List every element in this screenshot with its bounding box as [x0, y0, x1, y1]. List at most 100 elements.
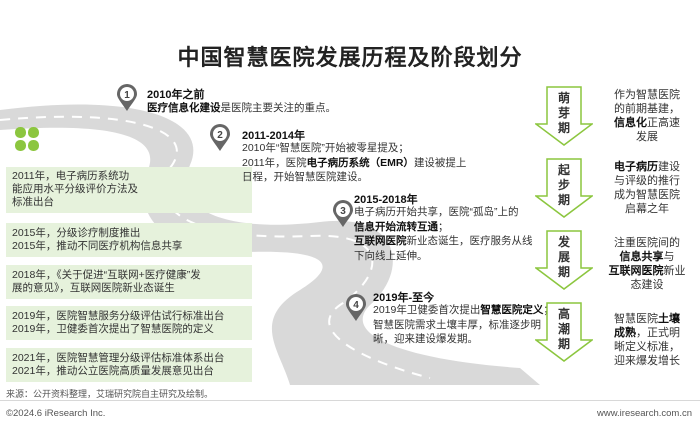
highlight-text: 电子病历系统（EMR） [306, 156, 414, 169]
text-line: 晰定义标准， [598, 340, 696, 354]
event-line: 展的意见》，互联网医院新业态诞生 [12, 282, 175, 294]
phase-label-char: 芽 [558, 105, 570, 120]
source-note: 来源：公开资料整理，艾瑞研究院自主研究及绘制。 [6, 389, 214, 399]
highlight-text: 互联网医院 [354, 235, 407, 247]
phase-label-char: 展 [558, 250, 570, 264]
leaf-icon [15, 127, 39, 151]
text-line: 的前期基建， [598, 102, 696, 116]
stage-description: 2019年卫健委首次提出智慧医院定义；智慧医院需求土壤丰厚，标准逐步明晰，迎来建… [373, 303, 554, 347]
text-line: 日程，开始智慧医院建设。 [242, 170, 466, 185]
text-run: 智慧医院 [614, 313, 658, 325]
text-run: 是医院主要关注的重点。 [220, 102, 337, 114]
text-line: 作为智慧医院 [598, 88, 696, 102]
stage-year: 2019年-至今 [373, 292, 435, 304]
event-line: 2019年，卫健委首次提出了智慧医院的定义 [12, 323, 214, 335]
location-pin-icon: 4 [346, 294, 366, 321]
highlight-text: 电子病历 [614, 161, 658, 173]
phase-arrow-start: 起 步 期 [533, 158, 595, 218]
phase-label-char: 期 [558, 120, 570, 135]
down-arrow-icon: 起 步 期 [533, 158, 595, 218]
phase-description: 注重医院间的信息共享与互联网医院新业态建设 [598, 236, 696, 292]
page-title: 中国智慧医院发展历程及阶段划分 [177, 45, 523, 70]
phase-label-char: 期 [558, 336, 570, 351]
location-pin-icon: 1 [117, 84, 137, 111]
event-box-2021: 2021年，医院智慧管理分级评估标准体系出台 2021年，推动公立医院高质量发展… [6, 348, 252, 382]
phase-label-char: 期 [558, 264, 570, 279]
event-box-2018: 2018年，《关于促进“互联网+医疗健康”发 展的意见》，互联网医院新业态诞生 [6, 265, 252, 299]
stage-number: 1 [124, 90, 130, 101]
text-run: 态建设 [630, 279, 664, 291]
event-line: 2019年，医院智慧服务分级评估试行标准出台 [12, 310, 225, 322]
down-arrow-icon: 发 展 期 [533, 230, 595, 290]
text-line: 信息共享与 [598, 250, 696, 264]
text-run: 晰定义标准， [614, 341, 680, 353]
event-line: 2015年，推动不同医疗机构信息共享 [12, 240, 183, 252]
stage-number: 4 [353, 300, 359, 311]
phase-label-char: 步 [558, 177, 570, 192]
text-run: 下向线上延伸。 [354, 249, 428, 262]
phase-arrow-sprout: 萌 芽 期 [533, 86, 595, 146]
text-run: 建设被提上 [413, 156, 467, 169]
phase-description: 智慧医院土壤成熟，正式明晰定义标准， 迎来爆发增长 [598, 312, 696, 368]
text-run: 2010年“智慧医院”开始被零星提及； [242, 142, 409, 154]
event-line: 2011年，电子病历系统功 [12, 170, 130, 182]
text-line: 成熟，正式明 [598, 326, 696, 340]
highlight-text: 土壤 [658, 313, 680, 325]
highlight-text: 智慧医院定义 [480, 304, 544, 316]
road-centerline [0, 115, 431, 379]
text-run: 的前期基建， [614, 103, 680, 115]
phase-label-char: 潮 [558, 321, 570, 336]
highlight-text: 成熟 [614, 327, 636, 339]
event-box-2011: 2011年，电子病历系统功 能应用水平分级评价方法及 标准出台 [6, 167, 252, 213]
text-line: 互联网医院新业 [598, 264, 696, 278]
phase-arrow-peak: 高 潮 期 [533, 302, 595, 362]
text-run: 日程，开始智慧医院建设。 [242, 171, 368, 183]
text-run: 作为智慧医院 [614, 89, 680, 101]
text-run: 迎来爆发增长 [614, 355, 680, 367]
text-run: 新业态诞生，医疗服务从线 [406, 235, 533, 247]
phase-label-char: 萌 [558, 90, 570, 105]
event-box-2015: 2015年，分级诊疗制度推出 2015年，推动不同医疗机构信息共享 [6, 223, 252, 257]
text-line: 发展 [598, 130, 696, 144]
stage-description: 医疗信息化建设是医院主要关注的重点。 [147, 101, 336, 116]
event-line: 2021年，推动公立医院高质量发展意见出台 [12, 365, 214, 377]
highlight-text: 信息化 [614, 117, 647, 129]
location-pin-icon: 2 [210, 124, 230, 151]
text-line: 2019年卫健委首次提出智慧医院定义； [373, 303, 554, 318]
text-run: 与 [663, 251, 675, 263]
text-run: 智慧医院需求土壤丰厚，标准逐步明 [373, 318, 541, 331]
down-arrow-icon: 萌 芽 期 [533, 86, 595, 146]
phase-label-char: 起 [557, 162, 571, 177]
text-line: 启幕之年 [598, 202, 696, 216]
text-run: 启幕之年 [625, 203, 669, 215]
text-line: 电子病历开始共享，医院“孤岛”上的 [354, 205, 533, 220]
text-line: 信息开始流转互通； [354, 220, 533, 235]
text-run: 晰，迎来建设爆发期。 [373, 333, 478, 345]
text-run: 正高速 [647, 117, 680, 129]
highlight-text: 信息共享 [619, 251, 664, 263]
highlight-text: 医疗信息化建设 [147, 102, 221, 114]
stage-year: 2015-2018年 [354, 194, 418, 206]
stage-year: 2011-2014年 [242, 130, 305, 142]
phase-label-char: 发 [557, 234, 571, 249]
text-run: 2011年，医院 [242, 156, 307, 169]
phase-description: 作为智慧医院的前期基建， 信息化正高速发展 [598, 88, 696, 144]
copyright-text: ©2024.6 iResearch Inc. [6, 408, 106, 419]
text-line: 态建设 [598, 278, 696, 292]
text-line: 晰，迎来建设爆发期。 [373, 332, 554, 347]
website-link[interactable]: www.iresearch.com.cn [596, 408, 692, 419]
location-pin-icon: 3 [333, 200, 353, 227]
footer-bar [0, 400, 700, 423]
text-line: 互联网医院新业态诞生，医疗服务从线 [354, 234, 533, 249]
highlight-text: 互联网医院 [608, 265, 664, 277]
down-arrow-icon: 高 潮 期 [533, 302, 595, 362]
text-run: 建设 [658, 161, 680, 173]
text-line: 下向线上延伸。 [354, 249, 533, 264]
text-run: 电子病历开始共享，医院“孤岛”上的 [354, 206, 519, 218]
event-line: 2018年，《关于促进“互联网+医疗健康”发 [12, 269, 201, 281]
event-line: 标准出台 [12, 196, 54, 208]
stage-description: 2010年“智慧医院”开始被零星提及； 2011年，医院电子病历系统（EMR）建设… [242, 141, 466, 185]
road-surface [0, 104, 540, 385]
text-line: 注重医院间的 [598, 236, 696, 250]
text-line: 智慧医院土壤 [598, 312, 696, 326]
